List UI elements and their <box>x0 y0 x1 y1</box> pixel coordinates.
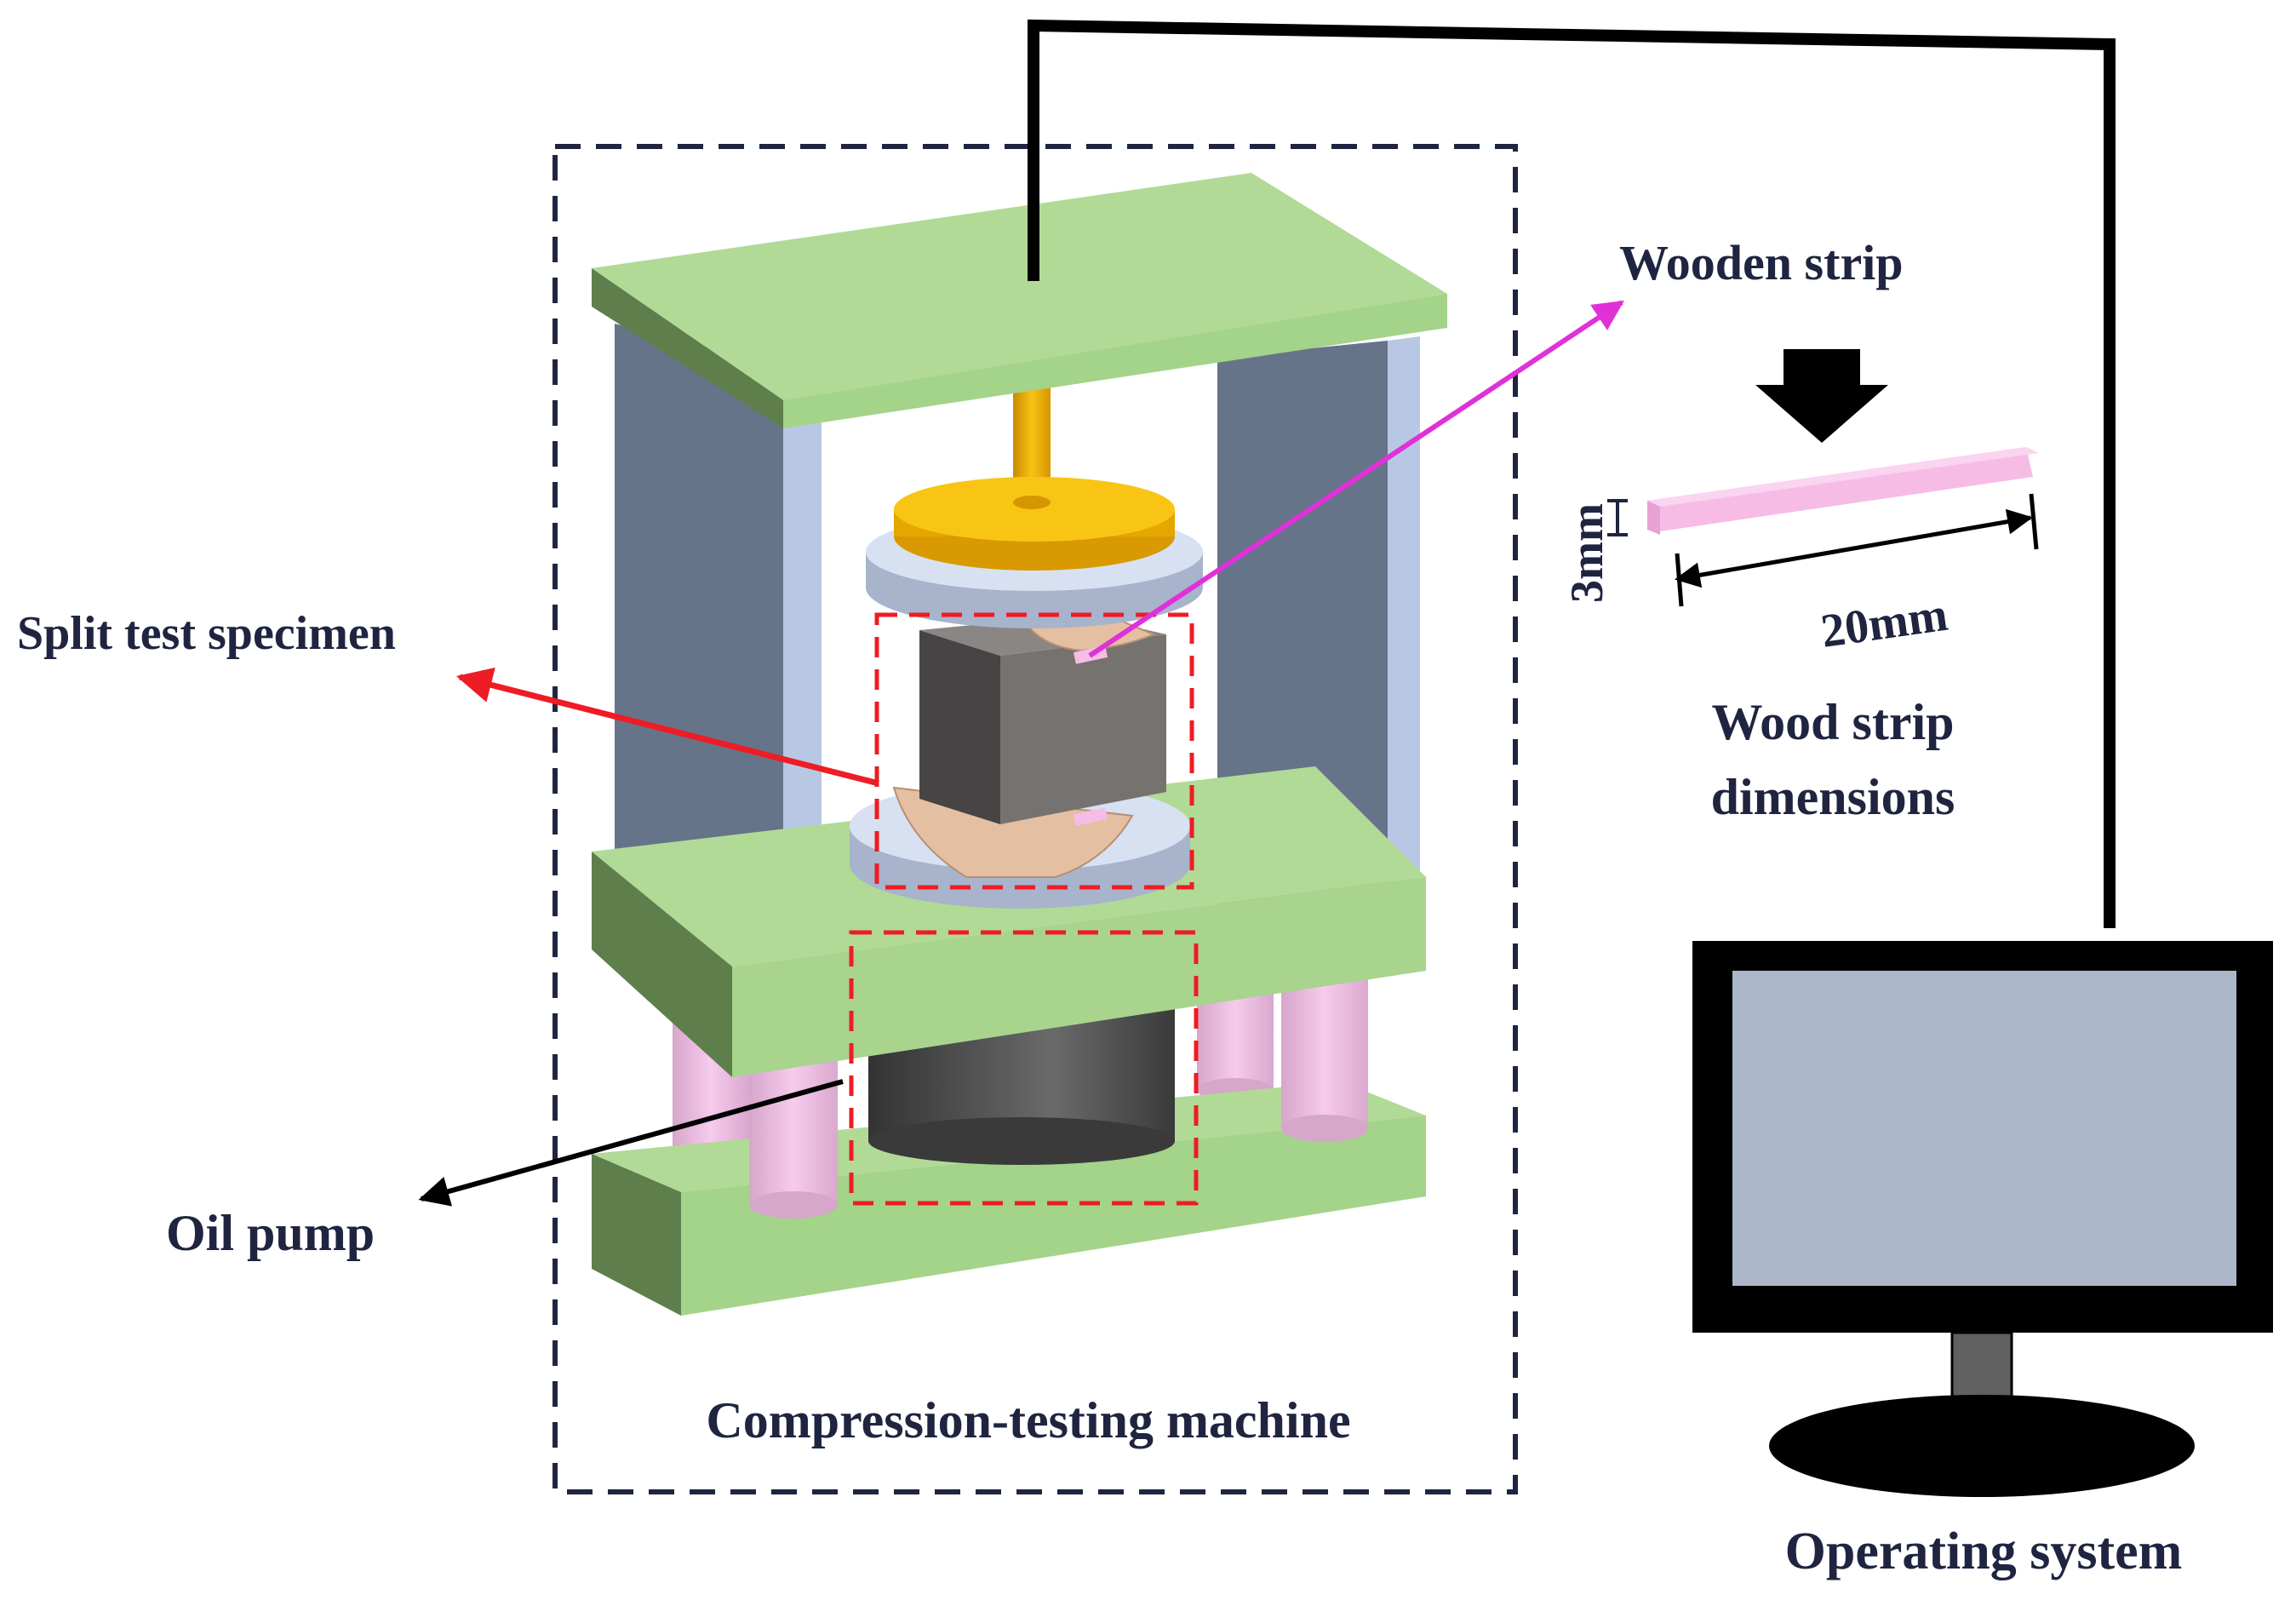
top-plate <box>592 173 1447 428</box>
wood-strip-detail <box>1607 349 2039 607</box>
pump-highlight-box <box>849 930 1199 1206</box>
down-arrow <box>1755 349 1888 443</box>
operating-system-monitor[interactable] <box>1692 941 2273 1497</box>
label-strip-height: 3mm <box>1561 503 1612 603</box>
monitor-base <box>1769 1395 2195 1497</box>
label-oil-pump: Oil pump <box>166 1205 375 1261</box>
specimen-highlight-box <box>874 612 1194 890</box>
label-machine: Compression-testing machine <box>706 1392 1350 1448</box>
loading-piston <box>894 387 1175 571</box>
test-specimen-cube <box>919 615 1166 824</box>
monitor-screen <box>1732 971 2236 1286</box>
lower-wood-strip <box>1073 807 1108 826</box>
label-strip-dimensions-line1: Wood strip <box>1711 694 1954 750</box>
label-strip-dimensions-line2: dimensions <box>1711 769 1955 825</box>
label-operating-system: Operating system <box>1785 1523 2183 1580</box>
label-wooden-strip: Wooden strip <box>1619 235 1904 290</box>
label-split-specimen: Split test specimen <box>17 607 396 660</box>
wooden-strip-pointer-arrow <box>1088 300 1624 658</box>
pump-pointer-arrow <box>418 1079 844 1207</box>
specimen-pointer-arrow <box>455 667 879 787</box>
label-strip-length: 20mm <box>1818 588 1950 658</box>
machine-boundary <box>553 144 1518 1494</box>
